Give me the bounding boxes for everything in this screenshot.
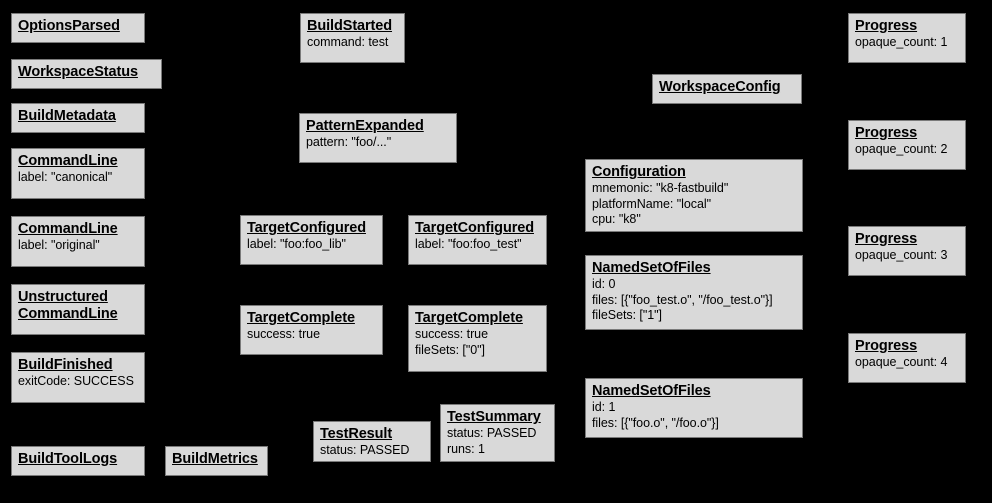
node-build-metadata[interactable]: BuildMetadata <box>11 103 145 133</box>
node-field: label: "original" <box>18 238 100 252</box>
node-fields: success: true <box>247 327 376 343</box>
node-field: mnemonic: "k8-fastbuild" <box>592 181 729 195</box>
node-title: Unstructured CommandLine <box>18 289 118 322</box>
node-title: PatternExpanded <box>306 118 424 134</box>
node-title: OptionsParsed <box>18 18 120 34</box>
node-title: NamedSetOfFiles <box>592 260 711 276</box>
node-field: runs: 1 <box>447 441 485 456</box>
node-title: CommandLine <box>18 153 118 169</box>
node-title: TargetComplete <box>415 310 523 326</box>
node-fields: opaque_count: 3 <box>855 248 959 264</box>
node-field: pattern: "foo/..." <box>306 135 392 149</box>
node-field: label: "foo:foo_lib" <box>247 237 346 251</box>
node-build-metrics[interactable]: BuildMetrics <box>165 446 268 476</box>
node-title: WorkspaceStatus <box>18 64 138 80</box>
node-fields: opaque_count: 1 <box>855 35 959 51</box>
node-field: id: 0 <box>592 277 616 291</box>
node-fields: opaque_count: 2 <box>855 142 959 158</box>
node-fields: pattern: "foo/..." <box>306 135 450 151</box>
node-field: command: test <box>307 35 389 49</box>
node-field: status: PASSED <box>447 426 537 440</box>
node-fields: mnemonic: "k8-fastbuild"platformName: "l… <box>592 181 796 228</box>
node-field: files: [{"foo.o", "/foo.o"}] <box>592 415 719 430</box>
node-fields: exitCode: SUCCESS <box>18 374 138 390</box>
node-fields: label: "original" <box>18 238 138 254</box>
node-field: fileSets: ["1"] <box>592 308 662 322</box>
node-workspace-config[interactable]: WorkspaceConfig <box>652 74 802 104</box>
node-title: TargetComplete <box>247 310 355 326</box>
node-build-tool-logs[interactable]: BuildToolLogs <box>11 446 145 476</box>
node-field: files: [{"foo_test.o", "/foo_test.o"}] <box>592 292 773 307</box>
node-title: BuildMetadata <box>18 108 116 124</box>
node-field: label: "foo:foo_test" <box>415 237 522 251</box>
node-fields: label: "foo:foo_lib" <box>247 237 376 253</box>
node-workspace-status[interactable]: WorkspaceStatus <box>11 59 162 89</box>
node-options-parsed[interactable]: OptionsParsed <box>11 13 145 43</box>
node-field: id: 1 <box>592 400 616 414</box>
node-title: TargetConfigured <box>415 220 534 236</box>
node-fields: command: test <box>307 35 398 51</box>
node-field: fileSets: ["0"] <box>415 342 485 357</box>
node-fields: status: PASSED <box>320 443 424 459</box>
node-title: BuildStarted <box>307 18 393 34</box>
node-field: success: true <box>415 327 488 341</box>
node-title: Progress <box>855 18 918 34</box>
node-title: NamedSetOfFiles <box>592 383 711 399</box>
node-title: CommandLine <box>18 221 118 237</box>
node-title: Progress <box>855 125 918 141</box>
node-title: WorkspaceConfig <box>659 79 781 95</box>
node-field: opaque_count: 2 <box>855 142 948 156</box>
node-field: opaque_count: 3 <box>855 248 948 262</box>
node-fields: label: "foo:foo_test" <box>415 237 540 253</box>
node-unstructured-command-line[interactable]: Unstructured CommandLine <box>11 284 145 335</box>
node-title: TestSummary <box>447 409 541 425</box>
node-field: success: true <box>247 327 320 341</box>
node-title: Configuration <box>592 164 686 180</box>
node-fields: label: "canonical" <box>18 170 138 186</box>
node-title: BuildFinished <box>18 357 113 373</box>
node-title: Progress <box>855 231 918 247</box>
node-field: opaque_count: 1 <box>855 35 948 49</box>
node-field: opaque_count: 4 <box>855 355 948 369</box>
node-field: cpu: "k8" <box>592 212 641 226</box>
node-field: label: "canonical" <box>18 170 113 184</box>
node-title: BuildToolLogs <box>18 451 118 467</box>
node-title: Progress <box>855 338 918 354</box>
node-field: platformName: "local" <box>592 196 711 211</box>
node-title: TargetConfigured <box>247 220 366 236</box>
node-fields: opaque_count: 4 <box>855 355 959 371</box>
node-field: status: PASSED <box>320 443 410 457</box>
node-field: exitCode: SUCCESS <box>18 374 134 388</box>
node-title: TestResult <box>320 426 393 442</box>
node-title: BuildMetrics <box>172 451 258 467</box>
